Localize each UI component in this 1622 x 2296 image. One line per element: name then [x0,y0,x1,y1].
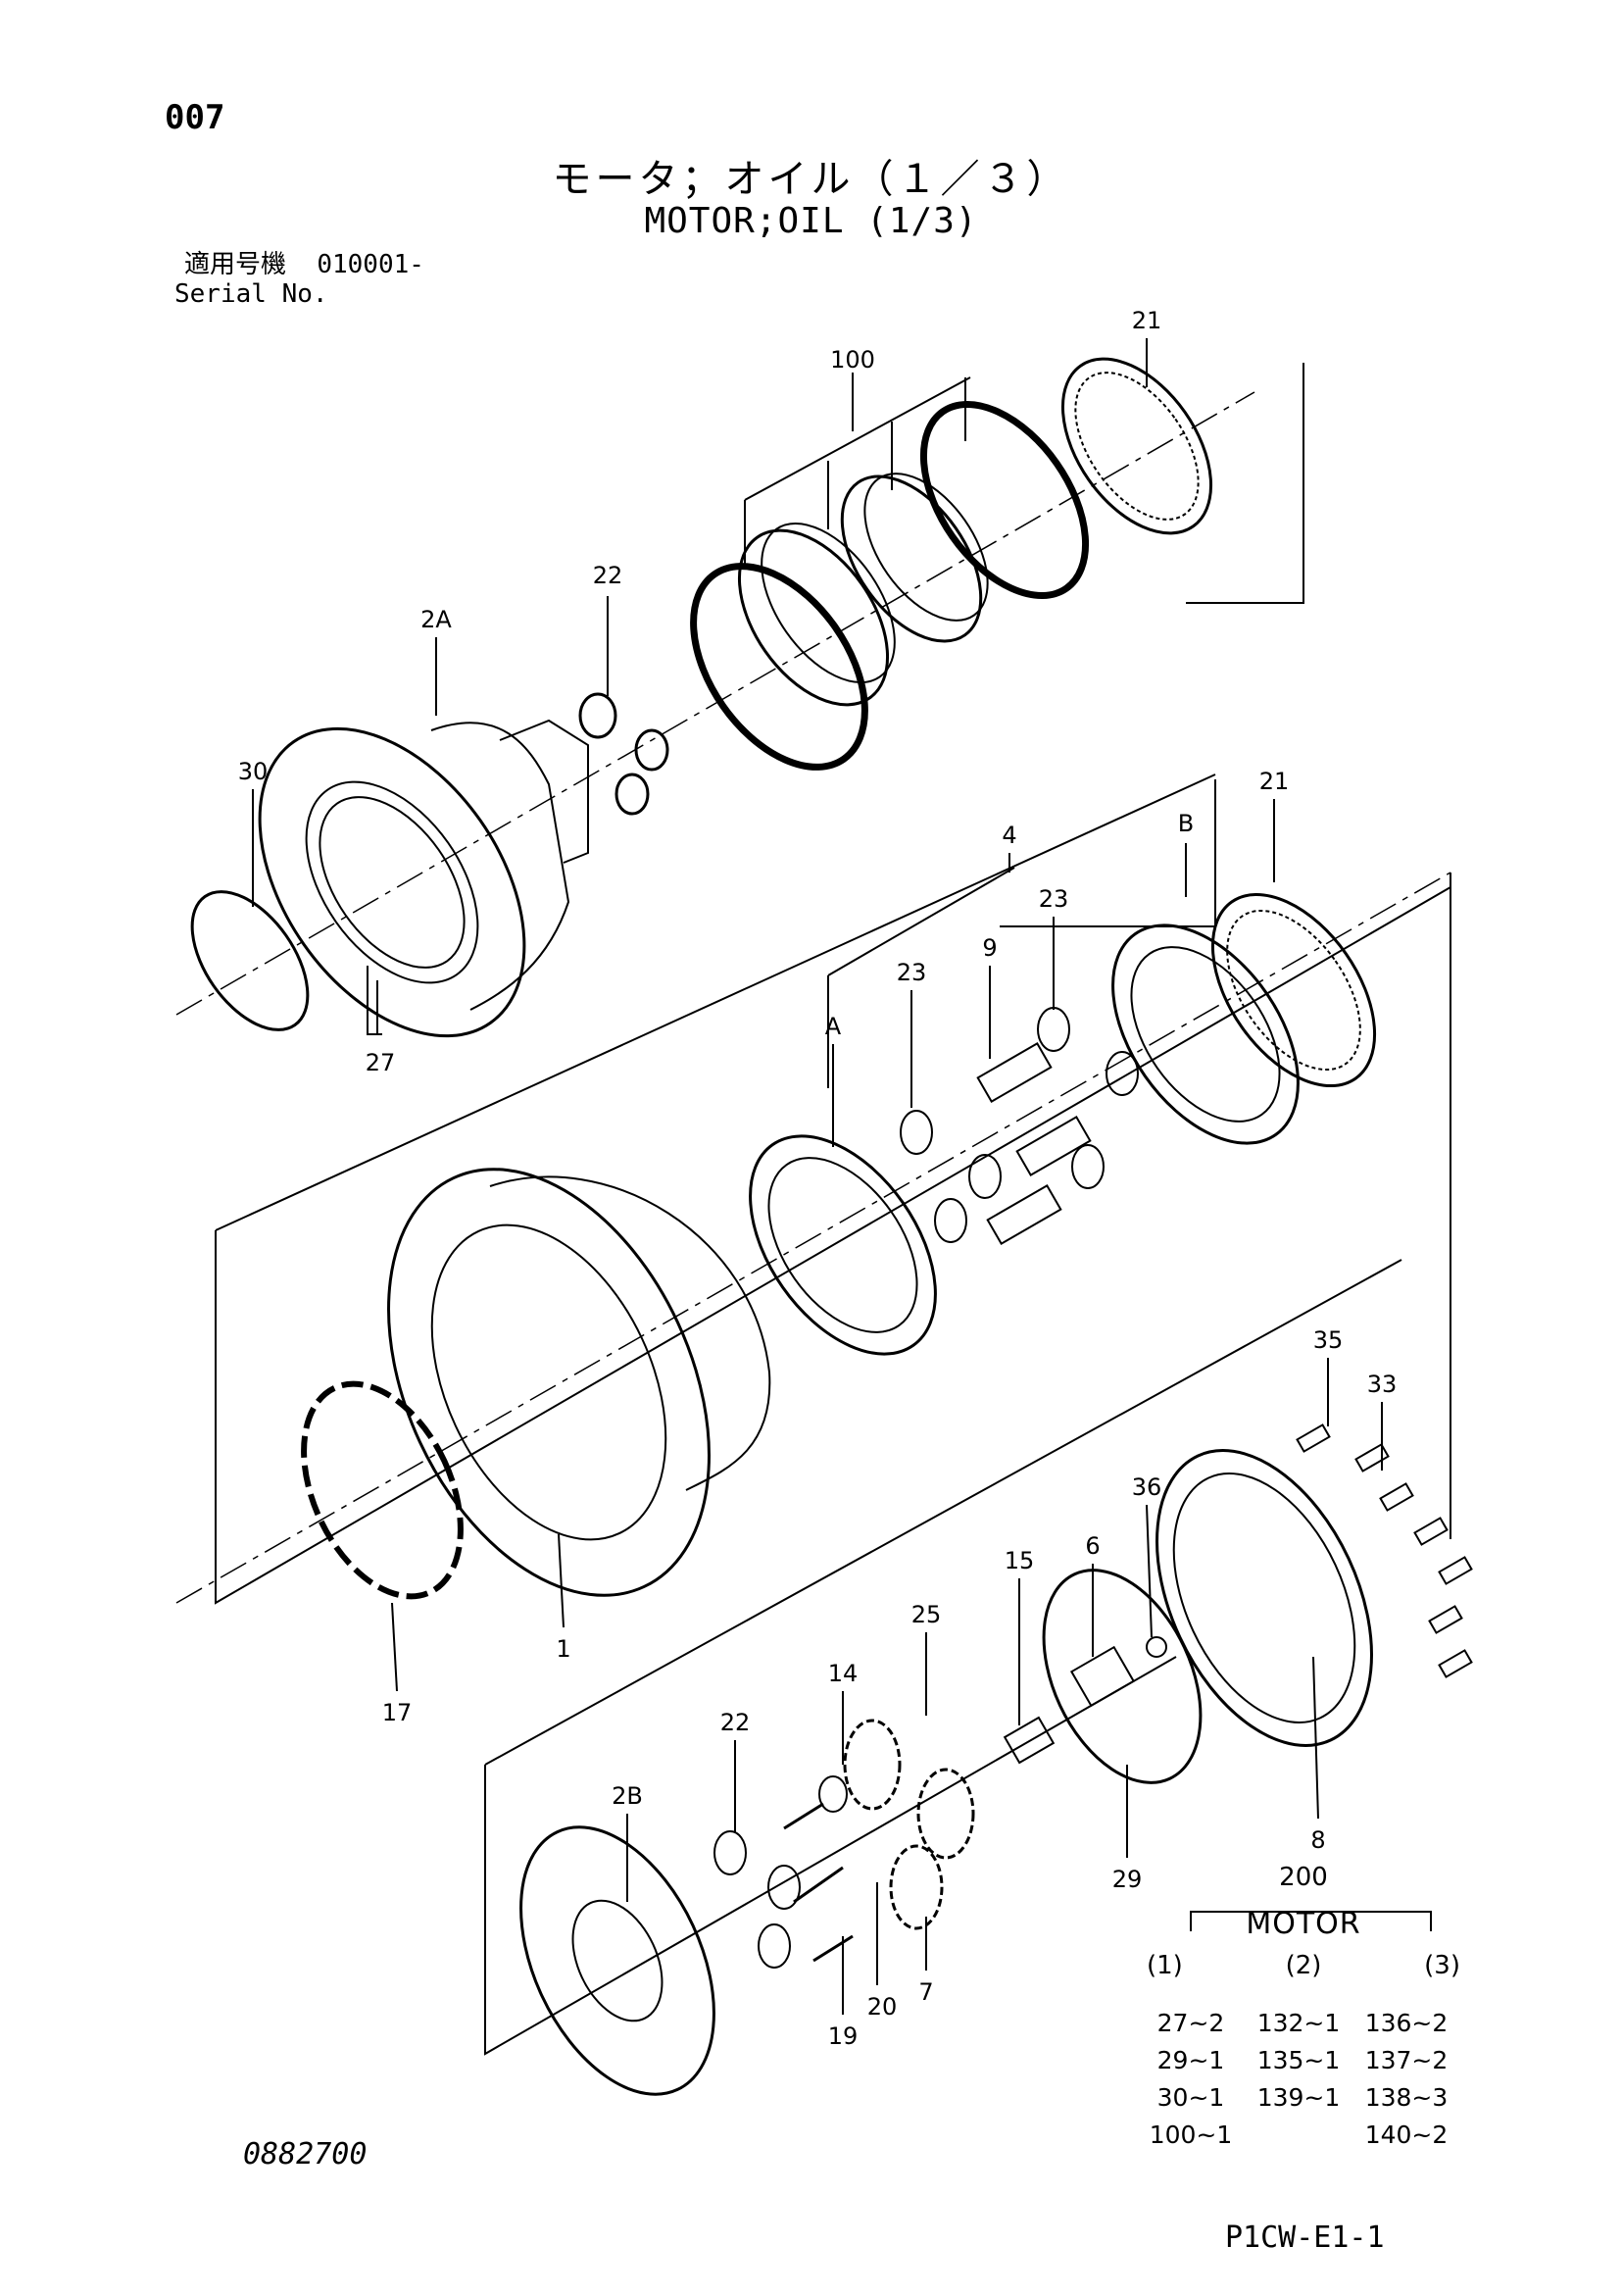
table-row: 29~1 135~1 137~2 [1137,2042,1460,2079]
serial-info: 適用号機 010001- Serial No. [174,250,424,309]
callout-4: 4 [1002,822,1016,849]
assembly-table: 27~2 132~1 136~2 29~1 135~1 137~2 30~1 1… [1137,2005,1460,2154]
table-cell: 139~1 [1256,2083,1341,2112]
callout-22-top: 22 [593,562,623,589]
callout-21-top: 21 [1132,307,1162,334]
callout-17: 17 [382,1699,413,1726]
serial-label-en: Serial No. [174,279,328,309]
table-cell: 136~2 [1364,2009,1449,2037]
table-row: 100~1 140~2 [1137,2117,1460,2154]
serial-label-ja: 適用号機 [184,250,287,279]
callout-36: 36 [1132,1473,1162,1501]
callout-23-right: 23 [1039,885,1069,913]
table-cell: 132~1 [1256,2009,1341,2037]
callout-6: 6 [1085,1532,1100,1560]
callout-20: 20 [867,1993,898,2021]
carrier-b [1111,923,1300,1145]
page-title-japanese: モータ；オイル（１／３） [552,157,1070,202]
callout-14: 14 [828,1660,859,1687]
bracket-line-top [1186,363,1304,604]
assembly-col-3: (3) [1424,1951,1460,1980]
housing-1 [387,1168,711,1597]
callout-23-left: 23 [897,959,927,986]
assembly-title: MOTOR [1246,1907,1361,1941]
callout-2a: 2A [420,606,452,633]
o-ring-30 [190,890,310,1031]
carrier-a [749,1134,937,1356]
table-cell: 30~1 [1156,2083,1225,2112]
page-title-english: MOTOR;OIL (1/3) [644,201,978,241]
hub-2a [258,726,526,1038]
callout-25: 25 [911,1601,942,1628]
callout-7: 7 [918,1978,933,2006]
callout-33: 33 [1367,1371,1398,1398]
table-row: 30~1 139~1 138~3 [1137,2079,1460,2117]
assembly-col-2: (2) [1285,1951,1322,1980]
callout-b: B [1178,810,1194,837]
callout-1: 1 [556,1635,570,1663]
assembly-ref: 200 [1279,1863,1328,1892]
callout-100: 100 [830,346,875,374]
document-number: 0882700 [243,2137,368,2171]
callout-19: 19 [828,2022,859,2050]
callout-27: 27 [366,1049,396,1076]
page-code: 007 [165,98,225,137]
table-cell: 100~1 [1149,2121,1233,2149]
table-cell: 137~2 [1364,2046,1449,2074]
carrier-2b [519,1825,715,2096]
callout-21-mid: 21 [1259,768,1290,795]
table-row: 27~2 132~1 136~2 [1137,2005,1460,2042]
page-reference: P1CW-E1-1 [1225,2221,1385,2255]
callout-a: A [825,1013,842,1040]
bearing-21-top [1060,357,1213,535]
callout-35: 35 [1313,1326,1344,1354]
guide-line [744,376,971,501]
cover-8 [1155,1449,1373,1747]
table-cell: 135~1 [1256,2046,1341,2074]
table-cell: 140~2 [1364,2121,1449,2149]
callout-29: 29 [1112,1866,1143,1893]
o-ring-29 [1042,1569,1203,1784]
table-cell [1245,2117,1352,2154]
callout-9: 9 [982,934,997,962]
assembly-columns: (1) (2) (3) [1147,1951,1460,1980]
o-ring-100a [690,563,868,771]
callout-2b: 2B [612,1782,643,1810]
table-cell: 29~1 [1156,2046,1225,2074]
callout-22-bottom: 22 [720,1709,751,1736]
bearing-21-mid [1210,892,1377,1088]
callout-30: 30 [238,758,269,785]
rollers-17 [301,1380,464,1600]
table-cell: 138~3 [1364,2083,1449,2112]
table-cell: 27~2 [1156,2009,1225,2037]
assembly-col-1: (1) [1147,1951,1183,1980]
callout-15: 15 [1005,1547,1035,1574]
o-ring-100b [919,400,1090,600]
serial-value: 010001- [317,250,424,279]
callout-8: 8 [1310,1826,1325,1854]
